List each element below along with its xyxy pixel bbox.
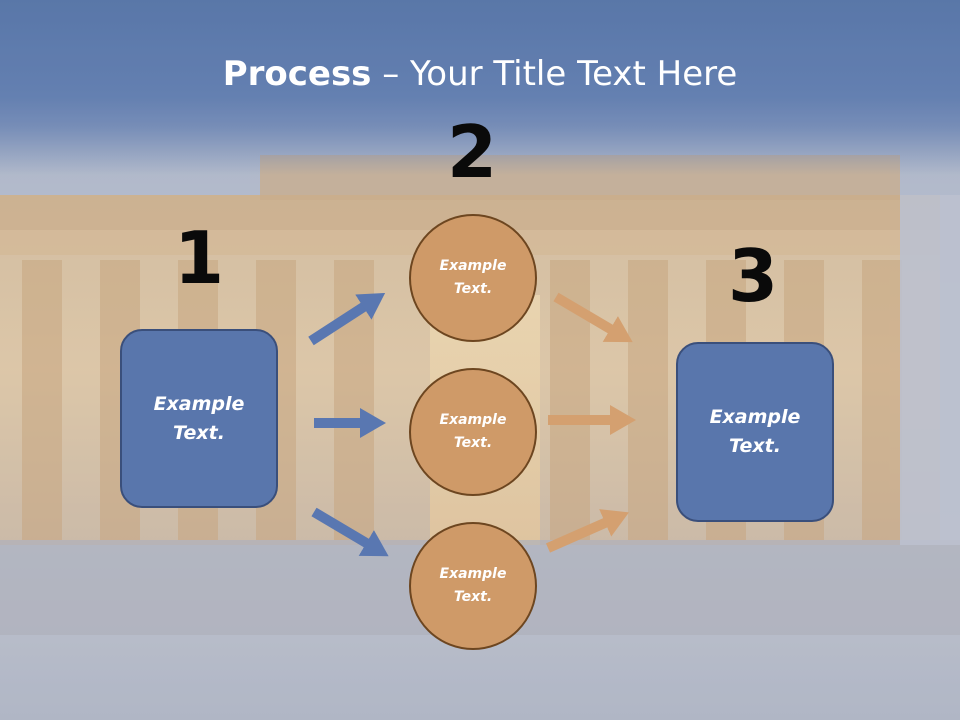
arrow-circle-bot-to-box3 [545, 509, 629, 553]
title-bar-band [0, 0, 960, 175]
arrow-box1-to-circle-bot [311, 507, 389, 557]
step-1-box: Example Text. [120, 329, 278, 508]
step-2-circle-bottom: Example Text. [409, 522, 537, 650]
step-number-3: 3 [727, 234, 779, 318]
step-number-1: 1 [173, 216, 225, 300]
slide-title-bold: Process [222, 54, 372, 94]
circle-middle-text: Example Text. [439, 412, 507, 451]
step-1-box-text: Example Text. [153, 392, 245, 444]
arrow-box1-to-circle-top [308, 292, 386, 346]
slide-title: Process – Your Title Text Here [0, 52, 960, 96]
arrow-circle-top-to-box3 [553, 292, 633, 343]
step-2-circle-top: Example Text. [409, 214, 537, 342]
circle-top-text: Example Text. [439, 258, 507, 297]
circle-bottom-text: Example Text. [439, 566, 507, 605]
step-3-box-text: Example Text. [709, 406, 801, 457]
step-3-box: Example Text. [676, 342, 834, 522]
step-2-circle-middle: Example Text. [409, 368, 537, 496]
slide-title-rest: – Your Title Text Here [371, 54, 738, 94]
step-number-2: 2 [446, 110, 498, 194]
